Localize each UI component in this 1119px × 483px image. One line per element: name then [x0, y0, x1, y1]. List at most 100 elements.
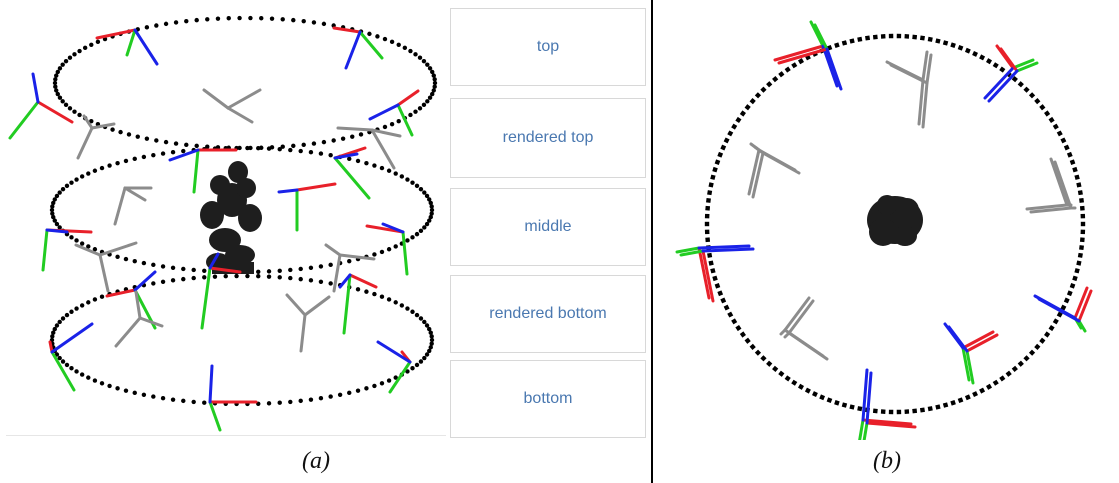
- ring-dash: [704, 213, 710, 219]
- ring-dot: [358, 132, 364, 137]
- rendered-axis-line: [113, 186, 127, 226]
- ring-dot: [328, 152, 333, 158]
- ring-dot: [141, 154, 147, 160]
- ring-dot: [379, 381, 385, 386]
- ring-dot: [355, 287, 361, 292]
- ring-dot: [280, 17, 285, 22]
- ring-dash: [957, 44, 964, 51]
- camera-mid-6: [338, 273, 378, 335]
- rendered-frame-2: [76, 114, 116, 160]
- ring-dash: [708, 260, 714, 266]
- ring-dash: [880, 34, 886, 39]
- camera-mid-4: [200, 252, 242, 330]
- ring-dash: [865, 35, 871, 41]
- ring-dot: [123, 256, 129, 262]
- ring-dash: [708, 182, 714, 188]
- ring-dot: [54, 323, 60, 328]
- rendered-axis-line: [921, 81, 929, 129]
- legend-rendered-top: rendered top: [450, 98, 646, 178]
- ring-dash: [705, 237, 711, 243]
- ring-dot: [318, 396, 324, 401]
- topview-rendered-3-dup: [1029, 160, 1077, 214]
- ring-dot: [51, 214, 56, 220]
- ring-dot: [57, 225, 62, 230]
- ring-dot: [422, 190, 427, 195]
- topview-camera-5-dup: [947, 325, 999, 385]
- ring-dot: [69, 309, 74, 314]
- ring-dash: [927, 406, 933, 412]
- rendered-axis-line: [783, 296, 811, 332]
- x-axis-line: [295, 182, 337, 192]
- ring-dash: [896, 33, 902, 39]
- ring-dash: [1069, 283, 1076, 289]
- ring-dot: [160, 151, 166, 156]
- plant-leaf: [210, 175, 230, 195]
- ring-dot: [382, 124, 388, 130]
- ring-dash: [942, 402, 949, 408]
- ring-dash: [714, 283, 721, 289]
- y-axis-line: [41, 228, 49, 272]
- ring-dot: [72, 52, 77, 57]
- ring-dot: [355, 388, 361, 393]
- y-axis-line: [1011, 58, 1035, 70]
- y-axis-line: [358, 30, 384, 60]
- legend-middle: middle: [450, 188, 646, 266]
- x-axis-line: [865, 421, 917, 429]
- ring-dot: [321, 21, 327, 27]
- y-axis-line: [192, 148, 200, 194]
- topview-rendered-3: [1025, 157, 1073, 211]
- y-axis-line: [333, 156, 371, 200]
- ring-dot: [126, 132, 132, 137]
- ring-dash: [760, 355, 767, 362]
- ring-dot: [181, 266, 186, 272]
- ring-dot: [202, 268, 207, 273]
- rendered-axis-line: [370, 128, 396, 170]
- x-axis-line: [36, 100, 74, 124]
- ring-dash: [723, 304, 730, 311]
- x-axis-line: [1077, 289, 1093, 323]
- rendered-frame-3: [336, 126, 402, 170]
- y-axis-line: [200, 266, 212, 330]
- ring-dash: [849, 404, 855, 410]
- ring-dot: [181, 148, 186, 154]
- ring-dot: [141, 392, 147, 398]
- rendered-frame-1: [202, 88, 262, 124]
- ring-dot: [151, 262, 156, 268]
- ring-dot: [212, 274, 218, 279]
- ring-dot: [399, 174, 405, 179]
- y-axis-line: [208, 400, 222, 432]
- ring-dash: [727, 311, 734, 318]
- ring-dot: [428, 345, 433, 350]
- y-axis-line: [965, 349, 975, 385]
- ring-dash: [985, 383, 993, 390]
- ring-dot: [64, 183, 70, 189]
- ring-dash: [849, 38, 855, 44]
- ring-dot: [372, 383, 377, 389]
- ring-dot: [410, 309, 415, 314]
- z-axis-line: [208, 364, 214, 404]
- ring-dot: [396, 119, 401, 124]
- ring-dash: [812, 391, 818, 398]
- camera-top-3: [8, 72, 74, 140]
- ring-dot: [163, 139, 169, 145]
- ring-dot: [266, 146, 272, 151]
- ring-dash: [797, 383, 805, 390]
- ring-dot: [237, 15, 242, 21]
- ring-dot: [410, 235, 415, 240]
- ring-dash: [717, 151, 724, 158]
- ring-dot: [347, 258, 352, 264]
- ring-dot: [372, 291, 377, 297]
- ring-dot: [53, 77, 58, 82]
- ring-dot: [427, 218, 432, 223]
- ring-dot: [389, 121, 395, 127]
- ring-dot: [132, 258, 137, 264]
- ring-dash: [1077, 190, 1083, 196]
- ring-dash: [1034, 98, 1041, 105]
- ring-dot: [63, 58, 69, 64]
- ring-dot: [386, 168, 392, 173]
- ring-dot: [311, 141, 317, 146]
- x-axis-line: [697, 246, 711, 300]
- ring-dot: [170, 265, 176, 270]
- ring-dash: [754, 92, 762, 99]
- ring-dash: [1005, 370, 1012, 377]
